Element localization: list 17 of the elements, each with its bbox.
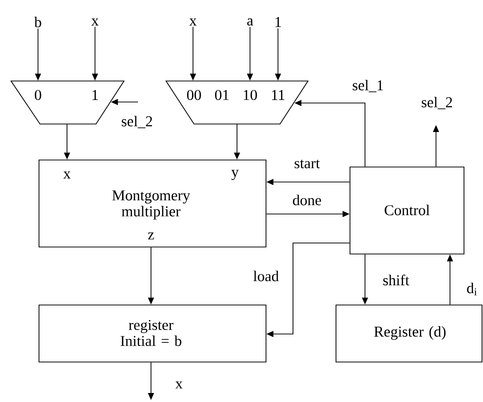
edge-label: x xyxy=(175,382,183,388)
block-box: register Initial = b xyxy=(38,304,266,362)
edge-label: done xyxy=(292,194,322,206)
input-label: 1 xyxy=(276,17,281,27)
input-label: x xyxy=(91,18,99,26)
input-label: b xyxy=(34,16,42,28)
block-box: Control xyxy=(350,166,464,254)
edge-label: start xyxy=(294,160,320,168)
block-box: Register (d) xyxy=(336,304,482,362)
edge-label: shift xyxy=(383,274,410,286)
input-label: x xyxy=(189,18,197,26)
input-label: a xyxy=(247,18,254,26)
edge-label: load xyxy=(253,270,279,282)
edge-label: d$_{i}$ xyxy=(467,282,477,296)
edge-label: sel_1 xyxy=(352,80,383,92)
edge-label: sel_2 xyxy=(422,96,452,110)
block-box: x y Montgomery multiplier z xyxy=(38,160,266,248)
